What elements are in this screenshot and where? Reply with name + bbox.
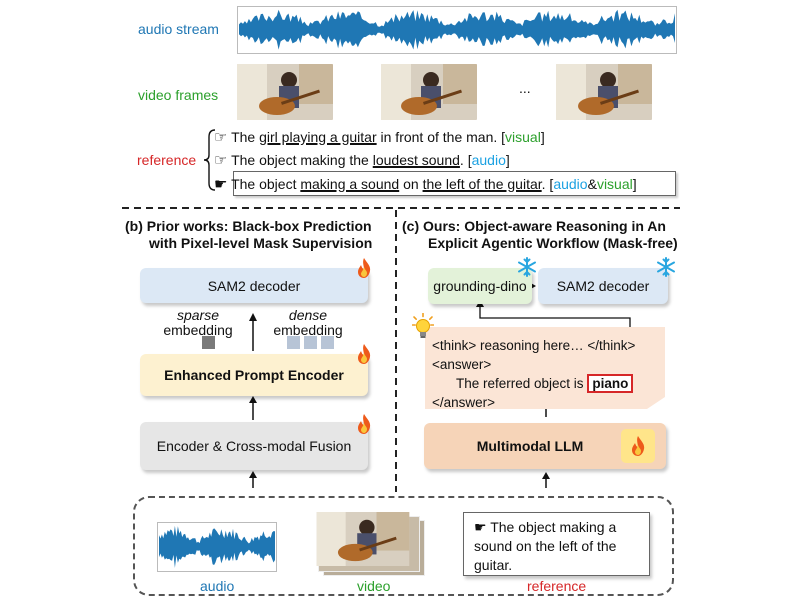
fire-icon	[358, 414, 371, 434]
sam2-decoder-right: SAM2 decoder	[538, 268, 668, 304]
sparse-embedding-label: sparse embedding	[163, 307, 233, 338]
right-panel-title: (c) Ours: Object-aware Reasoning in An E…	[402, 218, 678, 251]
reference-input-label: reference	[527, 578, 587, 594]
lightbulb-icon	[412, 313, 434, 338]
video-input-label: video	[357, 578, 391, 594]
reasoning-text: <think> reasoning here… </think> <answer…	[432, 336, 635, 412]
video-input-stack	[313, 512, 425, 576]
audio-input-label: audio	[200, 578, 235, 594]
reference-line-3-box	[233, 171, 676, 196]
reference-line-1: ☞ The girl playing a guitar in front of …	[214, 129, 545, 146]
video-frame-3	[556, 64, 652, 120]
input-container	[133, 496, 674, 596]
audio-stream-label: audio stream	[138, 21, 219, 37]
enhanced-prompt-encoder: Enhanced Prompt Encoder	[140, 354, 368, 396]
reference-input-box: ☛ The object making a sound on the left …	[463, 512, 650, 576]
pointing-hand-outline-icon: ☞	[214, 129, 228, 146]
audio-stream-waveform	[237, 6, 677, 54]
reference-line-3: ☛ The object making a sound on the left …	[214, 176, 637, 193]
video-frame-1	[237, 64, 333, 120]
dense-embedding-label: dense embedding	[273, 307, 343, 338]
audio-input-waveform	[157, 522, 277, 572]
think-line: <think> reasoning here… </think>	[432, 338, 636, 353]
pointing-hand-solid-icon: ☛	[214, 176, 228, 193]
answer-open-line: <answer>	[432, 357, 492, 372]
pointing-hand-outline-icon: ☞	[214, 152, 228, 169]
reference-brace	[203, 129, 216, 191]
fire-icon	[358, 258, 371, 278]
frames-ellipsis: ...	[519, 80, 531, 96]
pointing-hand-solid-icon: ☛	[474, 519, 487, 535]
fire-icon	[632, 436, 645, 456]
video-frame-2	[381, 64, 477, 120]
dense-embedding-block-2	[304, 336, 317, 349]
sam2-decoder-left: SAM2 decoder	[140, 268, 368, 303]
reference-label: reference	[137, 152, 197, 168]
referred-line: The referred object is piano	[432, 374, 635, 393]
left-panel-title: (b) Prior works: Black-box Prediction wi…	[125, 218, 373, 251]
dense-embedding-block-1	[287, 336, 300, 349]
video-frames-label: video frames	[138, 87, 219, 103]
sparse-embedding-block	[202, 336, 215, 349]
encoder-cross-modal-fusion: Encoder & Cross-modal Fusion	[140, 422, 368, 470]
grounding-dino-box: grounding-dino	[428, 268, 532, 304]
snowflake-icon	[518, 257, 536, 277]
fire-icon	[358, 344, 371, 364]
answer-object-piano: piano	[587, 374, 634, 393]
snowflake-icon	[657, 257, 675, 277]
answer-close-line: </answer>	[432, 395, 496, 410]
dense-embedding-block-3	[321, 336, 334, 349]
reference-line-2: ☞ The object making the loudest sound. […	[214, 152, 510, 169]
